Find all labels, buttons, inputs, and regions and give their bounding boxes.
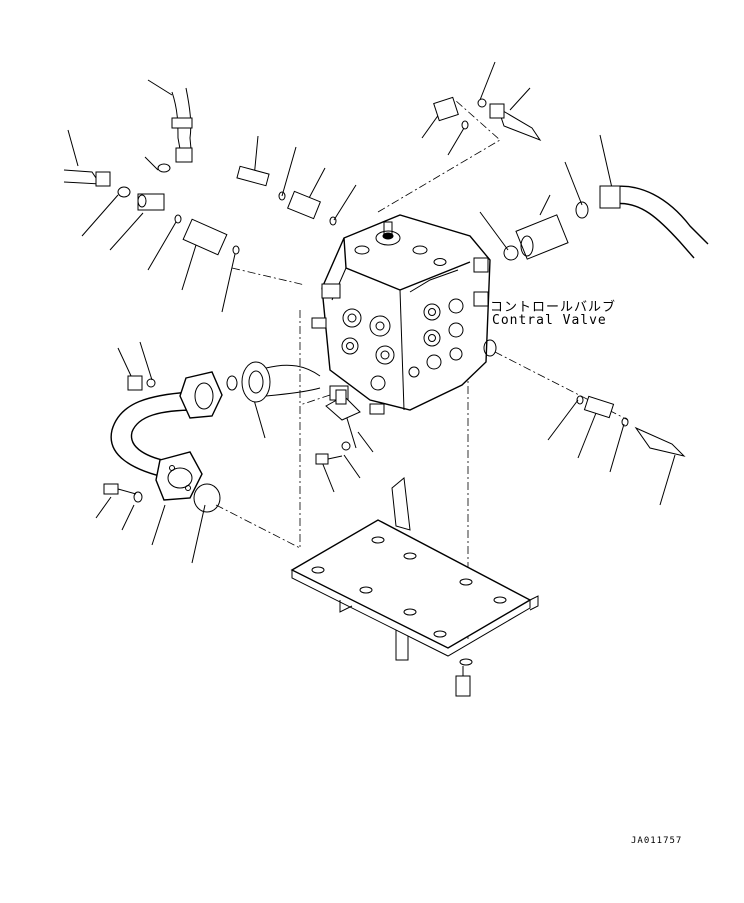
part-name-japanese: コントロールバルブ: [490, 300, 617, 315]
drawing-number: JA011757: [631, 836, 683, 846]
fittings-right: [583, 395, 686, 457]
hoses-left: [63, 87, 322, 256]
part-name-english: Contral Valve: [492, 313, 607, 328]
middle-hose-flange: [241, 361, 321, 403]
o-rings: [117, 98, 629, 666]
clamp-bracket: [325, 389, 385, 421]
elbow-pipe: [110, 371, 223, 501]
hoses-right: [433, 96, 709, 260]
base-plate: [290, 477, 539, 661]
callout-leaders: [67, 61, 676, 564]
control-valve-body: [311, 214, 497, 411]
bolts: [103, 375, 471, 697]
